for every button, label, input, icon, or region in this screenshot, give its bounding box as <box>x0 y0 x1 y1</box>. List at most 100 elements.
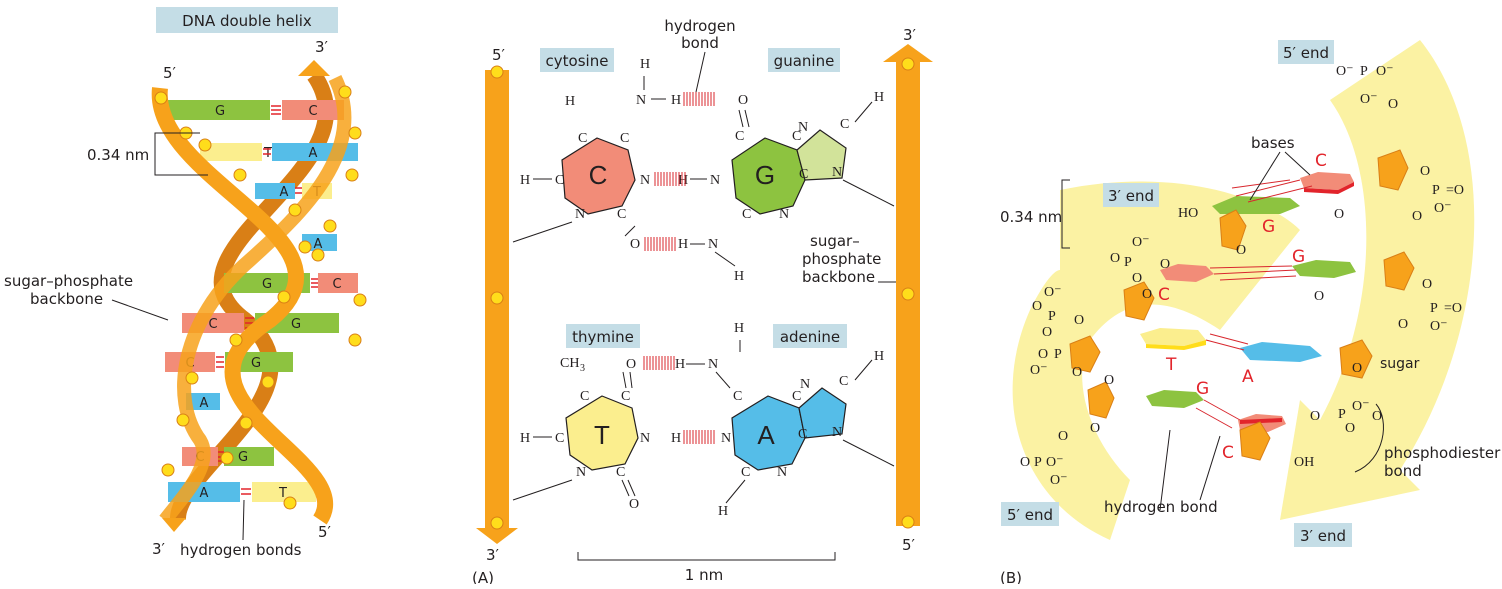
helix-3prime-bottom: 3′ <box>152 540 166 558</box>
base-pair-panel: 5′ 3′ 3′ 5′ cytosine guanine thymine ade… <box>472 17 933 587</box>
slab-C2 <box>1160 264 1214 282</box>
svg-text:C: C <box>620 131 629 146</box>
svg-text:O: O <box>1236 243 1246 258</box>
svg-text:O⁻: O⁻ <box>1050 473 1068 488</box>
phosphate-dot <box>490 65 504 79</box>
cytosine-box <box>540 48 614 72</box>
strand-highlight-left <box>1012 181 1300 540</box>
thymine-base-letter: T <box>594 420 610 450</box>
svg-text:O⁻: O⁻ <box>1336 64 1354 79</box>
leader-line <box>512 221 573 243</box>
phosphate-dot <box>490 291 504 305</box>
slab-G3 <box>1146 390 1204 408</box>
guanine-label: guanine <box>774 52 835 70</box>
detail-base-G3: G <box>1196 379 1209 399</box>
svg-text:C: C <box>621 389 630 404</box>
end5-bottom-label: 5′ end <box>1007 506 1053 524</box>
svg-text:N: N <box>640 431 650 446</box>
svg-text:H: H <box>671 431 681 446</box>
helix-base-label: A <box>200 486 209 501</box>
svg-text:O: O <box>1110 251 1120 266</box>
svg-text:H: H <box>675 357 685 372</box>
svg-text:H: H <box>678 173 688 188</box>
svg-text:C: C <box>799 167 808 182</box>
helix-5prime-top: 5′ <box>163 64 177 82</box>
adenine-base-letter: A <box>757 420 775 450</box>
svg-text:C: C <box>733 389 742 404</box>
slab-C1 <box>1300 172 1354 190</box>
helix-hbond-leader <box>242 499 245 541</box>
leader-line <box>512 479 573 501</box>
end3-left-label: 3′ end <box>1108 187 1154 205</box>
svg-text:O: O <box>1420 164 1430 179</box>
helix-front-strand <box>151 87 334 525</box>
title-box <box>156 7 338 33</box>
end3-bottom-label: 3′ end <box>1300 527 1346 545</box>
cytosine-label: cytosine <box>546 52 609 70</box>
svg-text:N: N <box>779 207 789 222</box>
adenine-imidazole <box>798 387 847 439</box>
helix-base-label: C <box>332 277 341 292</box>
panel-a-label: (A) <box>472 569 494 584</box>
svg-text:N: N <box>800 377 810 392</box>
svg-text:N: N <box>710 173 720 188</box>
helix-base-label: A <box>200 396 209 411</box>
mid-5prime-top: 5′ <box>492 46 506 64</box>
helix-spacing-bracket <box>154 132 208 176</box>
svg-text:N: N <box>798 120 808 135</box>
svg-text:HO: HO <box>1178 206 1198 221</box>
leader-line <box>842 439 895 467</box>
svg-text:N: N <box>636 93 646 108</box>
svg-text:H: H <box>520 173 530 188</box>
svg-text:C: C <box>578 131 587 146</box>
hbond-leader <box>1159 429 1171 511</box>
leader-line <box>842 179 895 207</box>
svg-text:O: O <box>1038 347 1048 362</box>
svg-text:O: O <box>1310 409 1320 424</box>
svg-text:H: H <box>565 94 575 109</box>
helix-bar <box>318 273 358 293</box>
svg-text:C: C <box>617 207 626 222</box>
detail-base-T: T <box>1165 355 1177 375</box>
svg-text:N: N <box>832 425 842 440</box>
svg-text:=O: =O <box>1444 301 1462 316</box>
svg-text:P: P <box>1338 407 1346 422</box>
svg-text:O: O <box>1352 361 1362 376</box>
detail-base-C1: C <box>1315 151 1327 171</box>
svg-text:C: C <box>555 431 564 446</box>
svg-text:=O: =O <box>1446 183 1464 198</box>
svg-text:O: O <box>1042 325 1052 340</box>
svg-text:P: P <box>1124 255 1132 270</box>
sugar-label: sugar <box>1380 356 1420 372</box>
mid-3prime-top: 3′ <box>903 26 917 44</box>
helix-base-label: G <box>262 277 272 292</box>
end5-top-label: 5′ end <box>1283 44 1329 62</box>
helix-front-strand-2 <box>159 74 352 525</box>
scale-bar <box>577 552 836 561</box>
phosphate-dot <box>901 515 915 529</box>
slab-G2 <box>1292 260 1356 278</box>
svg-text:O: O <box>1072 365 1082 380</box>
double-helix-panel: DNA double helix G C T A A T A G C C <box>4 7 367 559</box>
svg-text:O⁻: O⁻ <box>1044 285 1062 300</box>
cytosine-base-letter: C <box>589 160 608 190</box>
svg-text:C: C <box>792 389 801 404</box>
svg-text:N: N <box>575 207 585 222</box>
svg-text:C: C <box>839 374 848 389</box>
helix-base-label: A <box>309 146 318 161</box>
helix-base-label: C <box>308 104 317 119</box>
helix-base-label: A <box>280 185 289 200</box>
bases-leader <box>1249 151 1281 201</box>
hbond-leader <box>1199 435 1221 501</box>
hbond-leader <box>695 51 706 93</box>
thymine-box <box>566 324 640 348</box>
helix-hbonds-label: hydrogen bonds <box>180 541 302 559</box>
svg-text:O: O <box>1334 207 1344 222</box>
helix-base-label: T <box>278 486 287 501</box>
detail-sugars <box>1069 149 1415 461</box>
guanine-box <box>768 48 840 72</box>
svg-text:H: H <box>874 90 884 105</box>
svg-text:O: O <box>1090 421 1100 436</box>
svg-text:O⁻: O⁻ <box>1352 399 1370 414</box>
